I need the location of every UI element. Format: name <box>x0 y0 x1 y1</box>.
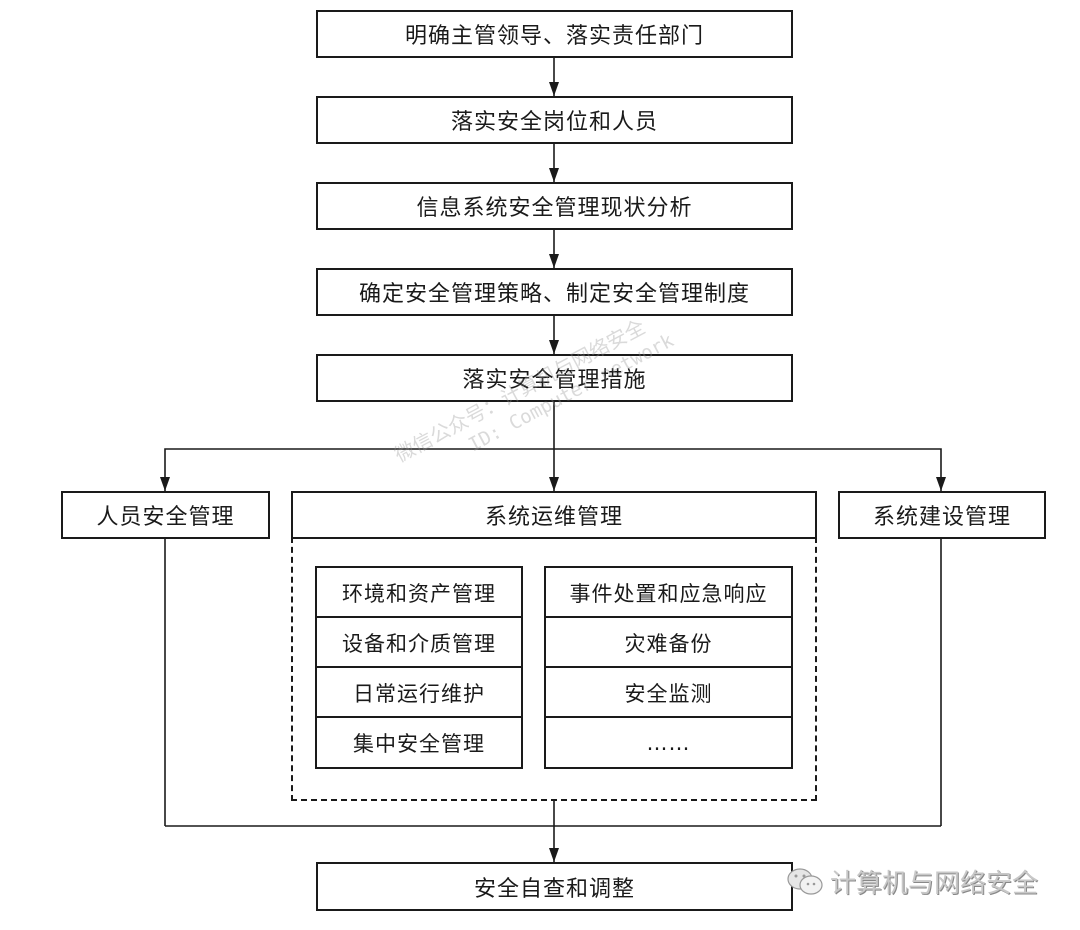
ops-item-left: 设备和介质管理 <box>315 616 523 669</box>
step-box: 明确主管领导、落实责任部门 <box>316 10 793 58</box>
arrowhead <box>549 254 559 268</box>
branch-label: 人员安全管理 <box>96 505 235 530</box>
corner-watermark: 计算机与网络安全 <box>786 863 1038 900</box>
step-label: 安全自查和调整 <box>473 876 635 902</box>
arrowhead <box>549 477 559 491</box>
step-label: 信息系统安全管理现状分析 <box>416 196 693 221</box>
arrowhead <box>549 82 559 96</box>
step-box: 落实安全管理措施 <box>316 354 793 402</box>
ops-item-left: 环境和资产管理 <box>315 566 523 619</box>
arrowhead <box>549 340 559 354</box>
branch-construction-box: 系统建设管理 <box>838 491 1046 539</box>
ops-item-left: 日常运行维护 <box>315 666 523 719</box>
step-label: 落实安全管理措施 <box>462 368 647 393</box>
ops-item-label: …… <box>646 730 691 755</box>
arrowhead <box>549 168 559 182</box>
ops-item-left: 集中安全管理 <box>315 716 523 769</box>
operations-detail-container <box>291 537 817 801</box>
step-box: 信息系统安全管理现状分析 <box>316 182 793 230</box>
branch-label: 系统建设管理 <box>872 505 1011 530</box>
ops-item-right: 安全监测 <box>544 666 793 719</box>
ops-item-label: 环境和资产管理 <box>342 581 496 606</box>
ops-item-label: 灾难备份 <box>624 631 713 656</box>
ops-item-right: …… <box>544 716 793 769</box>
ops-item-label: 日常运行维护 <box>353 681 485 706</box>
branch-bar <box>164 448 942 491</box>
wechat-icon <box>787 867 823 895</box>
arrowhead <box>160 477 170 491</box>
watermark-text: 计算机与网络安全 <box>830 869 1039 899</box>
final-step-box: 安全自查和调整 <box>316 862 793 911</box>
step-label: 明确主管领导、落实责任部门 <box>404 24 704 49</box>
ops-item-label: 事件处置和应急响应 <box>569 581 768 606</box>
branch-operations-box: 系统运维管理 <box>291 491 817 539</box>
step-label: 确定安全管理策略、制定安全管理制度 <box>358 282 750 307</box>
step-box: 落实安全岗位和人员 <box>316 96 793 144</box>
branch-personnel-box: 人员安全管理 <box>61 491 270 539</box>
ops-item-label: 集中安全管理 <box>353 731 485 756</box>
ops-item-label: 设备和介质管理 <box>342 631 496 656</box>
arrowhead <box>549 848 559 862</box>
branch-label: 系统运维管理 <box>484 505 623 530</box>
step-label: 落实安全岗位和人员 <box>450 110 658 135</box>
ops-item-right: 事件处置和应急响应 <box>544 566 793 619</box>
step-box: 确定安全管理策略、制定安全管理制度 <box>316 268 793 316</box>
ops-item-label: 安全监测 <box>624 681 713 706</box>
ops-item-right: 灾难备份 <box>544 616 793 669</box>
arrowhead <box>936 477 946 491</box>
